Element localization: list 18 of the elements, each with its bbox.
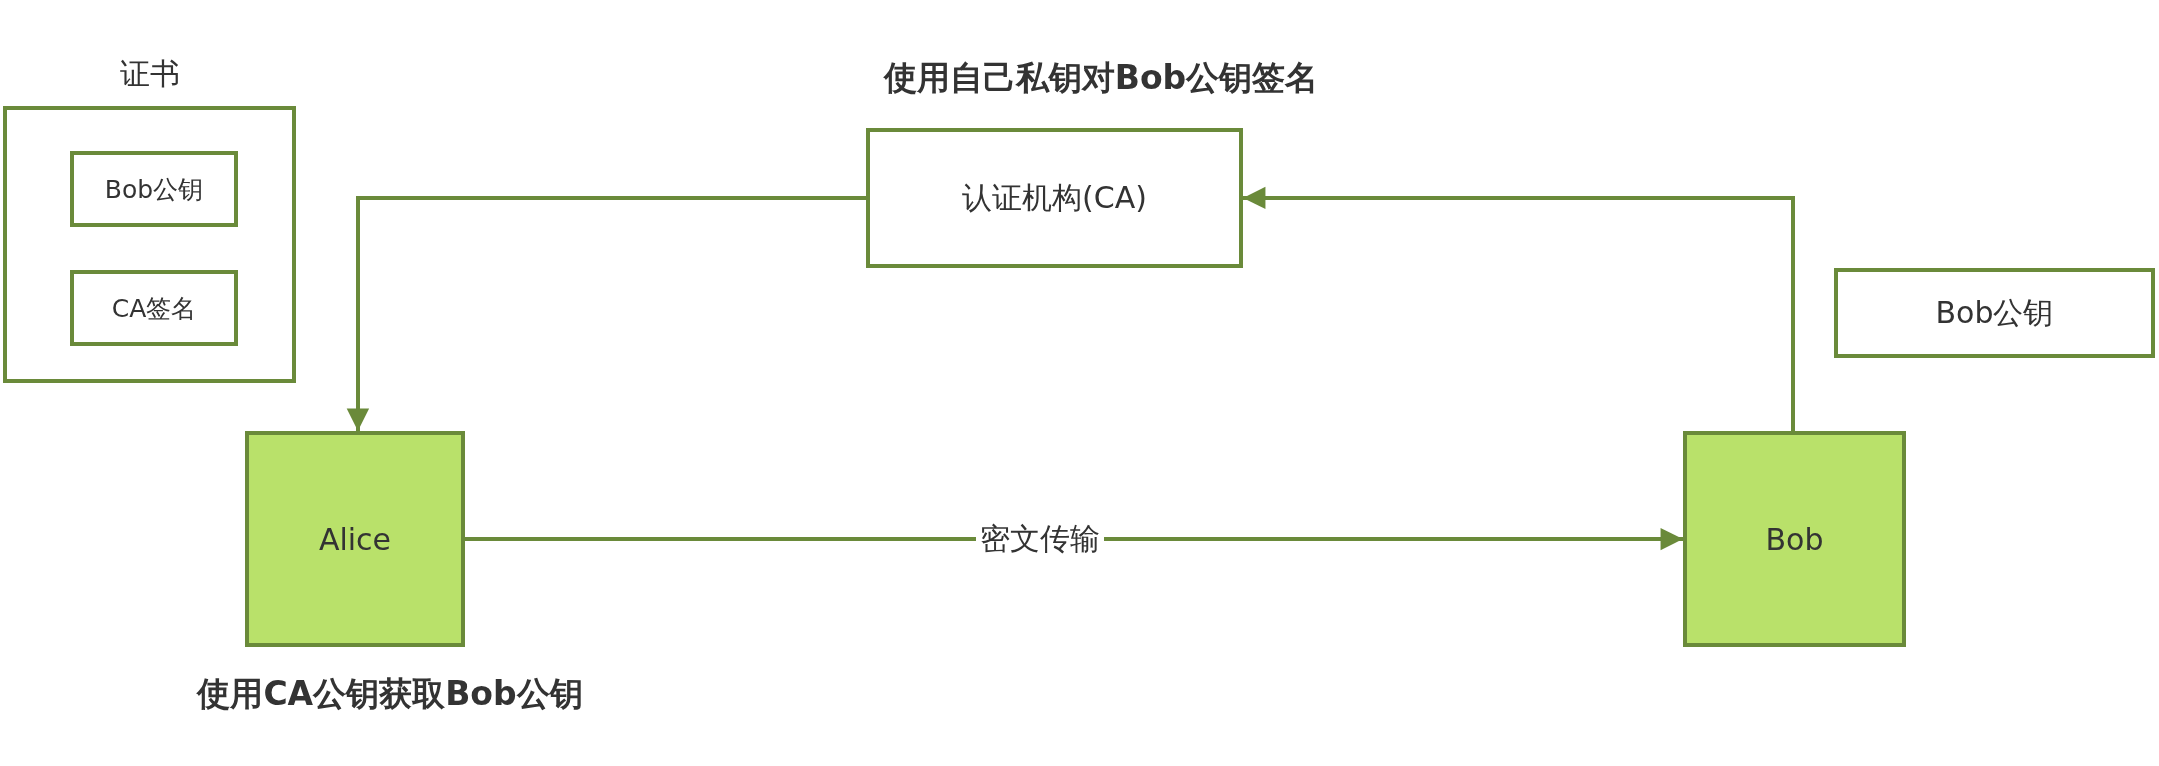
actor-box	[1683, 431, 1906, 647]
arrow	[346, 196, 866, 431]
annotation-text: 使用自己私钥对Bob公钥签名	[883, 57, 1319, 99]
node-label: Bob	[1765, 521, 1824, 557]
node-label: CA签名	[111, 292, 197, 325]
process-box	[70, 151, 238, 227]
node-label: Bob公钥	[1935, 293, 2054, 332]
node-label: Bob公钥	[104, 173, 204, 206]
actor-box	[245, 431, 465, 647]
node-label: 认证机构(CA)	[962, 178, 1147, 217]
process-box	[70, 270, 238, 346]
process-box	[1834, 268, 2155, 358]
node-label: Alice	[318, 521, 392, 557]
box-heading: 证书	[118, 55, 181, 93]
arrow	[465, 527, 1683, 551]
arrow	[1243, 186, 1795, 431]
process-box	[866, 128, 1243, 268]
annotation-text: 使用CA公钥获取Bob公钥	[197, 673, 583, 715]
